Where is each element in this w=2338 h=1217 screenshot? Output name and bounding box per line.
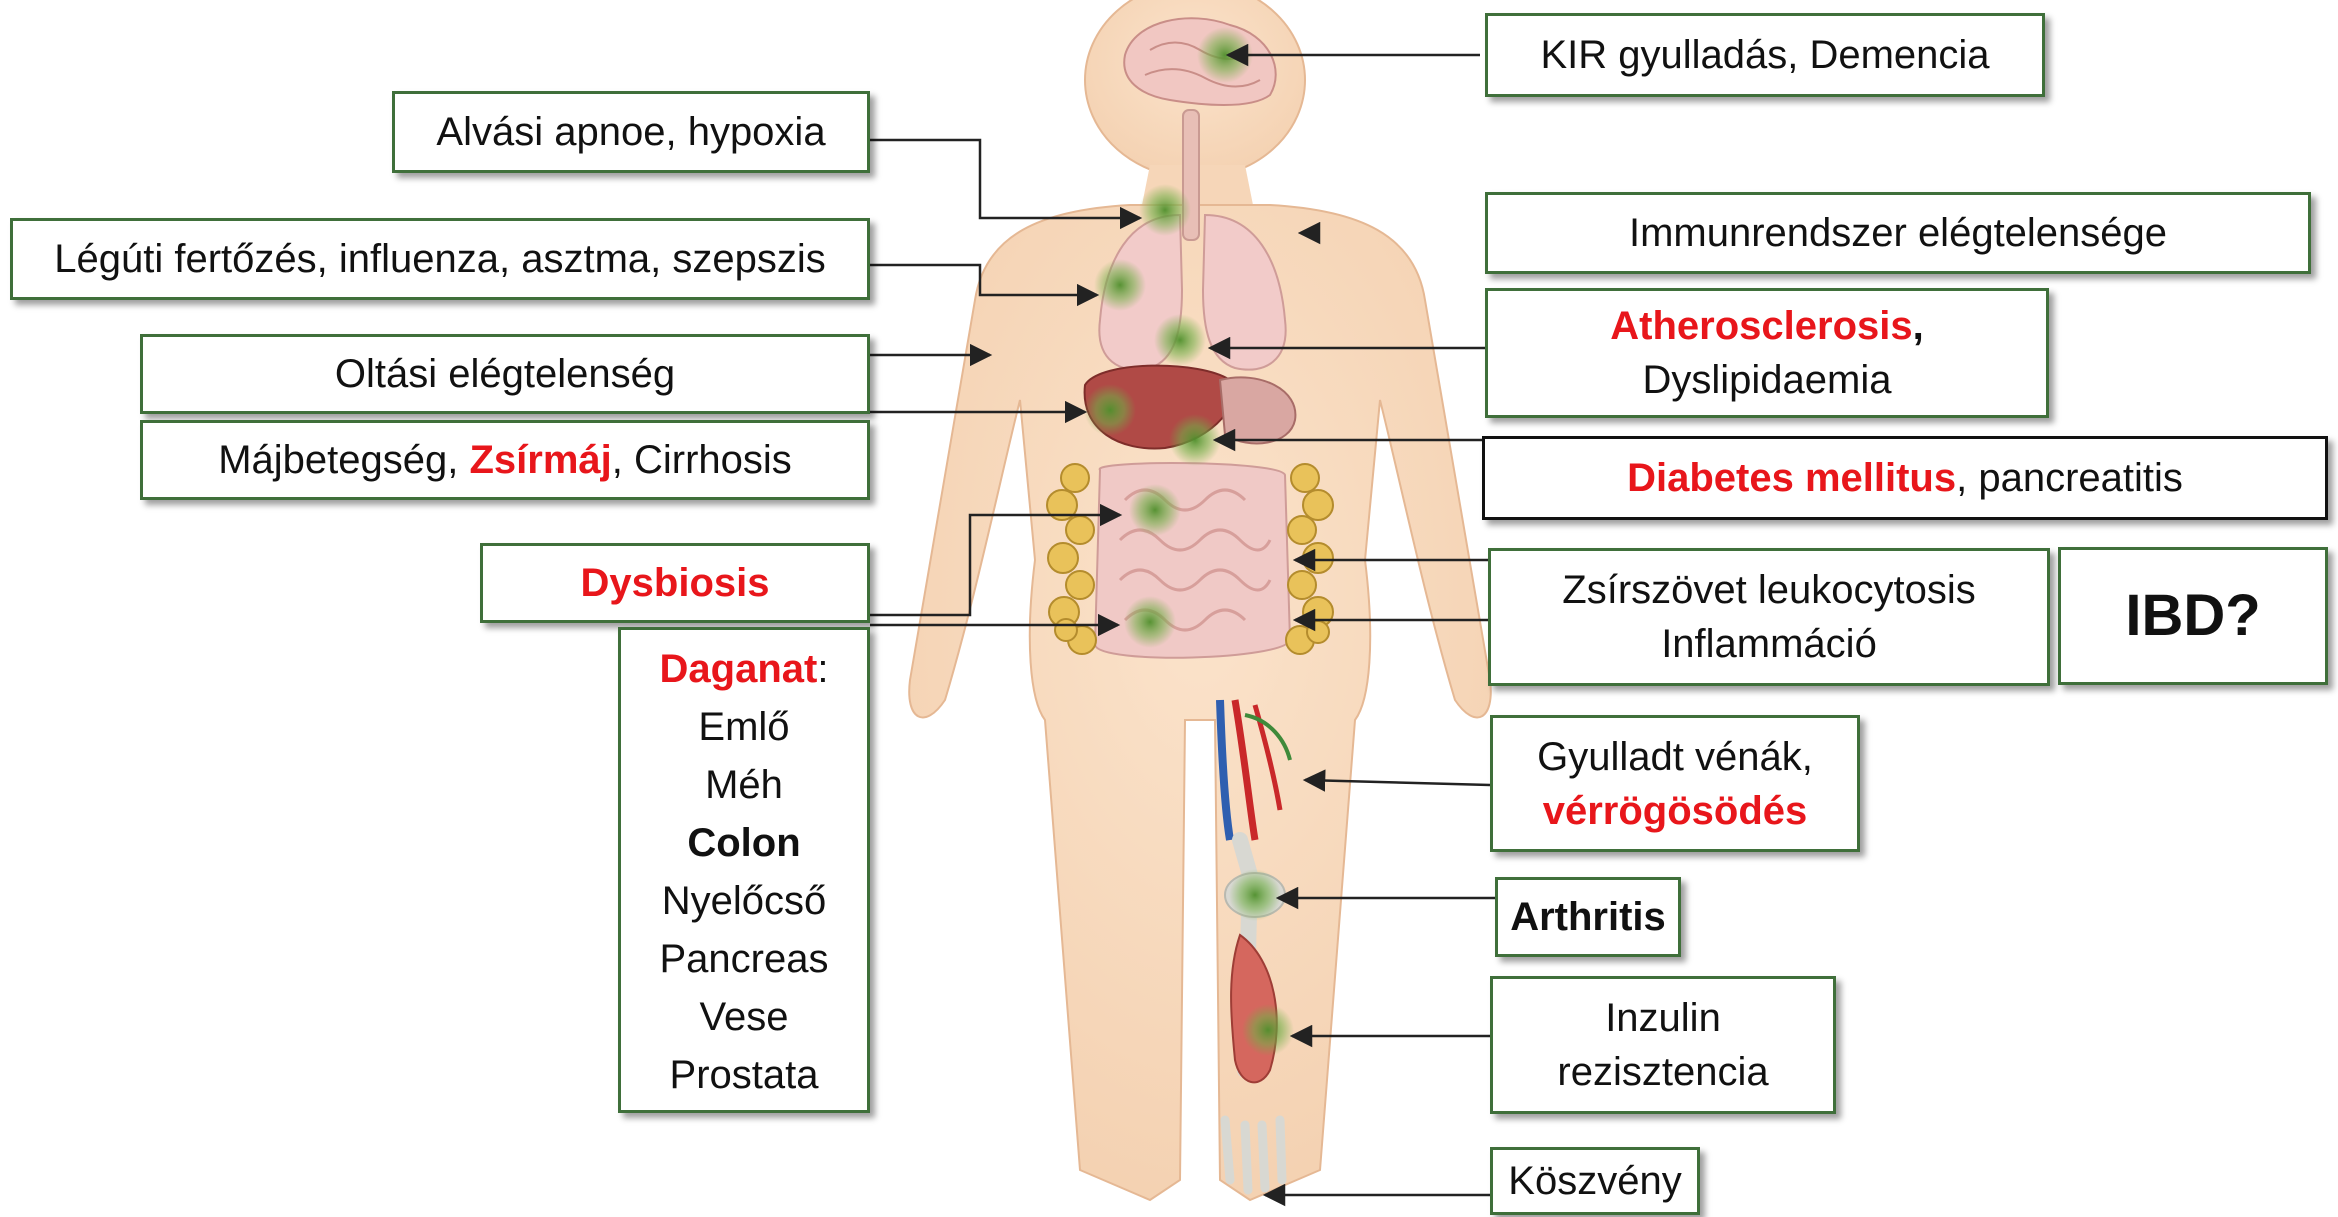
oltasi-text: Oltási elégtelenség — [335, 347, 675, 401]
daganat-title-line: Daganat: — [660, 640, 829, 698]
leguti-label: Légúti fertőzés, influenza, asztma, szep… — [10, 218, 870, 300]
alvasi-text: Alvási apnoe, hypoxia — [436, 105, 825, 159]
gyulladt-venak-label: Gyulladt vénák, vérrögösödés — [1490, 715, 1860, 852]
gyull-line-2: vérrögösödés — [1543, 784, 1808, 838]
diabetes-label: Diabetes mellitus, pancreatitis — [1482, 436, 2328, 520]
zsir-line-1: Zsírszövet leukocytosis — [1562, 563, 1975, 617]
dysbiosis-text: Dysbiosis — [581, 556, 770, 610]
maj-line: Májbetegség, Zsírmáj, Cirrhosis — [218, 433, 792, 487]
koszveny-text: Köszvény — [1508, 1154, 1681, 1208]
daganat-item: Méh — [705, 756, 783, 814]
immun-text: Immunrendszer elégtelensége — [1629, 206, 2167, 260]
inzulin-line-2: rezisztencia — [1557, 1045, 1768, 1099]
kir-text: KIR gyulladás, Demencia — [1540, 28, 1989, 82]
maj-label: Májbetegség, Zsírmáj, Cirrhosis — [140, 420, 870, 500]
daganat-item: Colon — [687, 814, 800, 872]
athero-line-1: Atherosclerosis, — [1610, 299, 1923, 353]
maj-highlight: Zsírmáj — [469, 438, 611, 482]
intestine-icon — [1095, 463, 1290, 658]
diabetes-post: , pancreatitis — [1956, 456, 2183, 500]
athero-line-2: Dyslipidaemia — [1643, 353, 1892, 407]
ibd-label: IBD? — [2058, 547, 2328, 685]
leguti-text: Légúti fertőzés, influenza, asztma, szep… — [54, 232, 825, 286]
diabetes-line: Diabetes mellitus, pancreatitis — [1627, 451, 2183, 505]
athero-highlight: Atherosclerosis — [1610, 304, 1912, 348]
dysbiosis-label: Dysbiosis — [480, 543, 870, 623]
daganat-item: Nyelőcső — [662, 872, 827, 930]
gyull-line-1: Gyulladt vénák, — [1537, 730, 1813, 784]
maj-pre: Májbetegség, — [218, 438, 469, 482]
zsirszovet-label: Zsírszövet leukocytosis Inflammáció — [1488, 548, 2050, 686]
daganat-item: Prostata — [670, 1046, 819, 1104]
immun-label: Immunrendszer elégtelensége — [1485, 192, 2311, 274]
diabetes-highlight: Diabetes mellitus — [1627, 456, 1956, 500]
inzulin-label: Inzulin rezisztencia — [1490, 976, 1836, 1114]
daganat-label: Daganat: Emlő Méh Colon Nyelőcső Pancrea… — [618, 627, 870, 1113]
daganat-item: Vese — [700, 988, 789, 1046]
daganat-item: Pancreas — [660, 930, 829, 988]
kir-label: KIR gyulladás, Demencia — [1485, 13, 2045, 97]
oltasi-label: Oltási elégtelenség — [140, 334, 870, 414]
athero-label: Atherosclerosis, Dyslipidaemia — [1485, 288, 2049, 418]
zsir-line-2: Inflammáció — [1661, 617, 1877, 671]
maj-post: , Cirrhosis — [612, 438, 792, 482]
daganat-title: Daganat — [660, 647, 818, 691]
athero-comma: , — [1913, 304, 1924, 348]
daganat-item: Emlő — [698, 698, 789, 756]
inzulin-line-1: Inzulin — [1605, 991, 1721, 1045]
alvasi-label: Alvási apnoe, hypoxia — [392, 91, 870, 173]
arthritis-label: Arthritis — [1495, 877, 1681, 957]
arthritis-text: Arthritis — [1510, 890, 1666, 944]
daganat-colon: : — [817, 647, 828, 691]
ibd-text: IBD? — [2125, 577, 2260, 655]
koszveny-label: Köszvény — [1490, 1147, 1700, 1215]
